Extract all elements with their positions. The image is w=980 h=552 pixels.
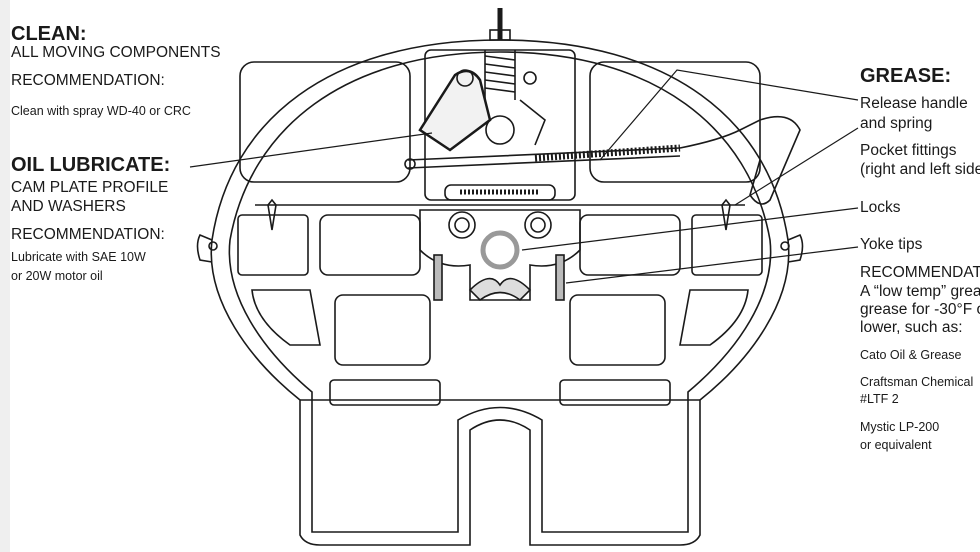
grease-item-pocket-fittings: Pocket fittings (860, 142, 957, 159)
grease-product-cato: Cato Oil & Grease (860, 348, 962, 362)
leader-release-handle (599, 69, 859, 161)
locks-and-jaws (419, 209, 581, 302)
clean-subject: ALL MOVING COMPONENTS (11, 44, 221, 61)
clean-recommendation-label: RECOMMENDATION: (11, 72, 165, 89)
hitch-body-outline (196, 39, 804, 546)
oil-recommendation-line2: or 20W motor oil (11, 269, 103, 283)
leader-yoke-tips (565, 246, 859, 284)
oil-heading: OIL LUBRICATE: (11, 154, 171, 176)
oil-recommendation-label: RECOMMENDATION: (11, 226, 165, 243)
grease-product-craftsman-code: #LTF 2 (860, 392, 899, 406)
leader-oil-lubricate (189, 132, 433, 168)
grease-product-mystic: Mystic LP-200 (860, 420, 940, 434)
grease-recommendation-label: RECOMMENDATION: (860, 264, 980, 281)
leader-pocket-fittings (734, 127, 859, 206)
grease-product-equivalent: or equivalent (860, 438, 932, 452)
grease-item-yoke-tips: Yoke tips (860, 236, 923, 253)
left-margin-strip (0, 0, 10, 552)
pocket-fittings (267, 198, 731, 231)
oil-recommendation-line1: Lubricate with SAE 10W (11, 250, 146, 264)
leader-locks (521, 207, 859, 251)
grease-item-release-handle: Release handle (860, 95, 968, 112)
clean-heading: CLEAN: (11, 23, 87, 45)
oil-subject-line2: AND WASHERS (11, 198, 126, 215)
leader-lines (189, 69, 859, 284)
grease-item-release-handle-line2: and spring (860, 115, 933, 132)
grease-product-craftsman: Craftsman Chemical (860, 375, 974, 389)
oil-subject-line1: CAM PLATE PROFILE (11, 179, 169, 196)
grease-item-locks: Locks (860, 199, 901, 216)
release-mechanism (404, 8, 801, 205)
grease-item-pocket-fittings-line2: (right and left sides) (860, 161, 980, 178)
clean-recommendation: Clean with spray WD-40 or CRC (11, 104, 191, 118)
grease-recommendation-line2: grease for -30°F or (860, 301, 980, 318)
grease-recommendation-line3: lower, such as: (860, 319, 963, 336)
grease-recommendation-line1: A “low temp” grease (860, 283, 980, 300)
grease-heading: GREASE: (860, 65, 952, 87)
